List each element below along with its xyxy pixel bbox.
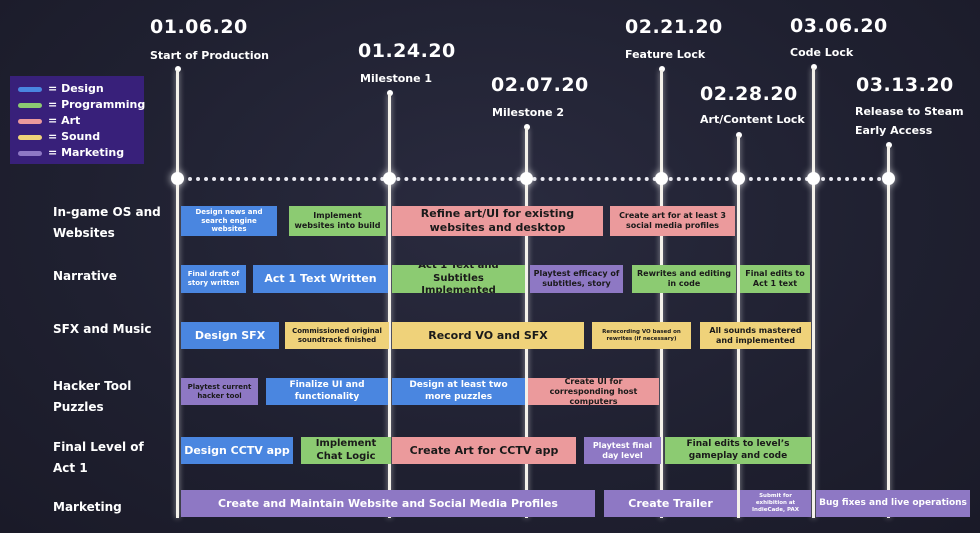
task-bar: Refine art/UI for existing websites and … bbox=[392, 206, 603, 236]
milestone-line bbox=[176, 70, 179, 518]
milestone-date: 01.24.20 bbox=[358, 40, 456, 62]
task-bar: All sounds mastered and implemented bbox=[700, 322, 811, 349]
legend-item-programming: = Programming bbox=[18, 98, 145, 111]
task-bar: Create Trailer bbox=[604, 490, 737, 517]
legend-swatch bbox=[18, 134, 42, 140]
milestone-dot bbox=[811, 64, 817, 70]
legend-item-art: = Art bbox=[18, 114, 80, 127]
milestone-label: Feature Lock bbox=[625, 48, 706, 61]
task-bar: Final edits to Act 1 text bbox=[740, 265, 810, 293]
milestone-node bbox=[171, 172, 184, 185]
task-bar: Rerecording VO based on rewrites (if nec… bbox=[592, 322, 691, 349]
legend-item-marketing: = Marketing bbox=[18, 146, 124, 159]
task-bar: Playtest current hacker tool bbox=[181, 378, 258, 405]
legend: = Design = Programming = Art = Sound = M… bbox=[10, 76, 145, 164]
row-label-os-websites: In-game OS and Websites bbox=[53, 205, 161, 240]
milestone-node bbox=[383, 172, 396, 185]
row-label-hacker-tool: Hacker Tool Puzzles bbox=[53, 379, 132, 414]
task-bar: Implement websites into build bbox=[289, 206, 386, 236]
milestone-label: Release to Steam Early Access bbox=[855, 105, 964, 137]
milestone-label: Milestone 1 bbox=[360, 72, 433, 85]
legend-item-design: = Design bbox=[18, 82, 104, 95]
task-bar: Design at least two more puzzles bbox=[392, 378, 525, 405]
milestone-node bbox=[882, 172, 895, 185]
task-bar: Create Art for CCTV app bbox=[392, 437, 576, 464]
task-bar: Implement Chat Logic bbox=[301, 437, 391, 464]
milestone-node bbox=[655, 172, 668, 185]
milestone-node bbox=[807, 172, 820, 185]
milestone-dot bbox=[387, 90, 393, 96]
row-label-narrative: Narrative bbox=[53, 269, 117, 283]
milestone-line bbox=[887, 146, 890, 518]
milestone-label: Milestone 2 bbox=[492, 106, 565, 119]
milestone-dot bbox=[736, 132, 742, 138]
task-bar: Commissioned original soundtrack finishe… bbox=[285, 322, 389, 349]
row-label-sfx-music: SFX and Music bbox=[53, 322, 152, 336]
task-bar: Submit for exhibition at IndieCade, PAX bbox=[740, 490, 811, 517]
task-bar: Create UI for corresponding host compute… bbox=[528, 378, 659, 405]
task-bar: Create art for at least 3 social media p… bbox=[610, 206, 735, 236]
milestone-dot bbox=[659, 66, 665, 72]
row-label-marketing: Marketing bbox=[53, 500, 122, 514]
milestone-label: Start of Production bbox=[150, 49, 269, 62]
legend-swatch bbox=[18, 150, 42, 156]
legend-swatch bbox=[18, 86, 42, 92]
legend-swatch bbox=[18, 102, 42, 108]
milestone-node bbox=[732, 172, 745, 185]
task-bar: Record VO and SFX bbox=[392, 322, 584, 349]
legend-swatch bbox=[18, 118, 42, 124]
milestone-node bbox=[520, 172, 533, 185]
milestone-line bbox=[660, 70, 663, 518]
task-bar: Act 1 Text and Subtitles Implemented bbox=[392, 265, 525, 293]
milestone-dot bbox=[175, 66, 181, 72]
milestone-date: 02.07.20 bbox=[491, 74, 589, 96]
milestone-date: 01.06.20 bbox=[150, 16, 248, 38]
milestone-dot bbox=[886, 142, 892, 148]
milestone-line bbox=[812, 68, 815, 518]
task-bar: Final edits to level’s gameplay and code bbox=[665, 437, 811, 464]
row-label-final-level: Final Level of Act 1 bbox=[53, 440, 144, 475]
task-bar: Act 1 Text Written bbox=[253, 265, 388, 293]
task-bar: Rewrites and editing in code bbox=[632, 265, 736, 293]
milestone-date: 03.13.20 bbox=[856, 74, 954, 96]
milestone-date: 02.21.20 bbox=[625, 16, 723, 38]
milestone-line bbox=[388, 94, 391, 518]
milestone-dot bbox=[524, 124, 530, 130]
task-bar: Design SFX bbox=[181, 322, 279, 349]
task-bar: Playtest final day level bbox=[584, 437, 661, 464]
milestone-date: 03.06.20 bbox=[790, 15, 888, 37]
task-bar: Design CCTV app bbox=[181, 437, 293, 464]
task-bar: Playtest efficacy of subtitles, story bbox=[530, 265, 623, 293]
milestone-label: Code Lock bbox=[790, 46, 854, 59]
task-bar: Create and Maintain Website and Social M… bbox=[181, 490, 595, 517]
task-bar: Design news and search engine websites bbox=[181, 206, 277, 236]
task-bar: Finalize UI and functionality bbox=[266, 378, 388, 405]
task-bar: Bug fixes and live operations bbox=[816, 490, 970, 517]
milestone-label: Art/Content Lock bbox=[700, 113, 805, 126]
legend-item-sound: = Sound bbox=[18, 130, 100, 143]
timeline-dotted-line bbox=[180, 177, 890, 181]
milestone-date: 02.28.20 bbox=[700, 83, 798, 105]
task-bar: Final draft of story written bbox=[181, 265, 246, 293]
